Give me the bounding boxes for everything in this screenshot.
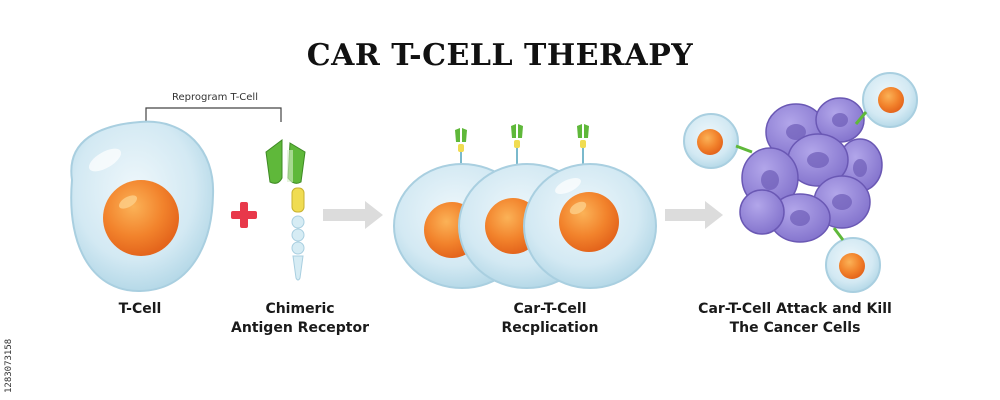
attacking-t-cell-left <box>683 113 753 169</box>
car-t-cell-group <box>393 124 657 289</box>
receptor-label-line2: Antigen Receptor <box>231 320 369 336</box>
t-cell-nucleus <box>103 180 179 256</box>
attack-label-line2: The Cancer Cells <box>729 320 861 336</box>
attacking-t-cell-top-right <box>854 72 918 128</box>
arrow-icon-2 <box>665 201 723 229</box>
t-cell-illustration <box>70 120 215 293</box>
page-title: CAR T-CELL THERAPY <box>306 38 694 73</box>
replication-label-line1: Car-T-Cell <box>513 301 587 317</box>
reprogram-label: Reprogram T-Cell <box>171 92 258 103</box>
t-cell-label-text: T-Cell <box>118 301 162 317</box>
arrow-icon-1 <box>323 201 383 229</box>
reprogram-bracket <box>145 107 282 122</box>
plus-icon <box>231 202 257 228</box>
attacking-t-cell-bottom <box>825 227 881 293</box>
replication-label: Car-T-Cell Recplication <box>470 300 630 338</box>
receptor-label: Chimeric Antigen Receptor <box>210 300 390 338</box>
receptor-illustration <box>265 139 306 281</box>
stock-id-text: 1283073158 <box>4 338 14 393</box>
cancer-cell-cluster <box>739 97 883 243</box>
attack-label: Car-T-Cell Attack and Kill The Cancer Ce… <box>680 300 910 338</box>
car-t-cell-3 <box>523 124 657 289</box>
receptor-label-line1: Chimeric <box>265 301 335 317</box>
attack-label-line1: Car-T-Cell Attack and Kill <box>698 301 892 317</box>
replication-label-line2: Recplication <box>501 320 599 336</box>
t-cell-label: T-Cell <box>80 300 200 319</box>
stock-id: 1283073158 <box>2 285 16 395</box>
